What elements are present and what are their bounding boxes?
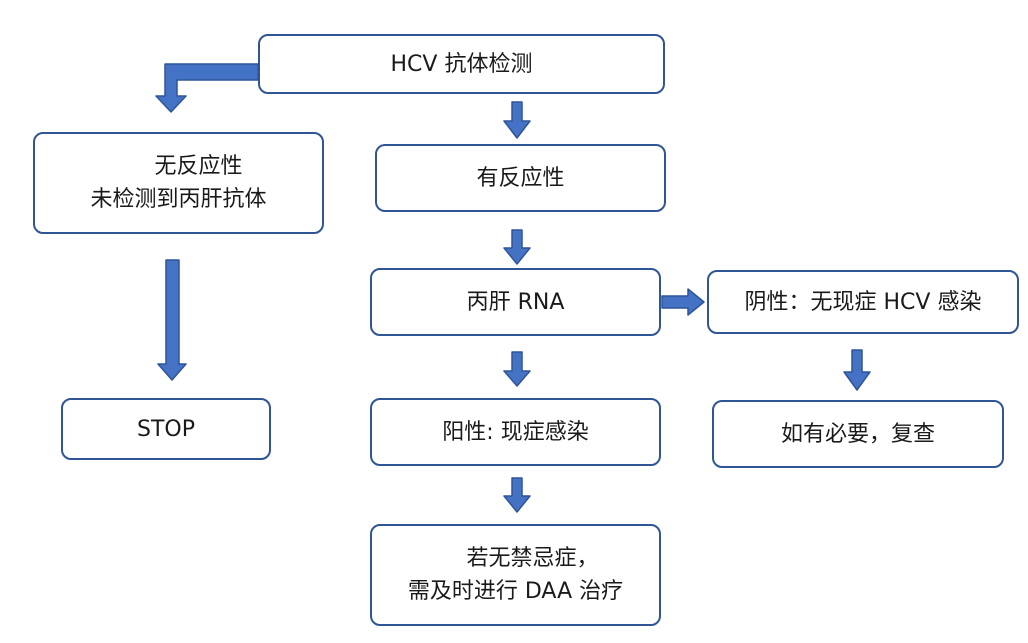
node-positive: 阳性: 现症感染 bbox=[370, 398, 661, 466]
arrow-negative-to-recheck bbox=[843, 349, 871, 391]
node-negative-label: 阴性：无现症 HCV 感染 bbox=[744, 289, 982, 315]
node-hcv-rna-label: 丙肝 RNA bbox=[466, 289, 565, 315]
node-nonreactive-label-1: 无反应性 bbox=[154, 154, 243, 179]
node-reactive-label: 有反应性 bbox=[476, 165, 565, 191]
node-negative: 阴性：无现症 HCV 感染 bbox=[707, 270, 1019, 334]
node-nonreactive: 无反应性 未检测到丙肝抗体 bbox=[33, 132, 324, 234]
node-hcv-antibody-test-label: HCV 抗体检测 bbox=[390, 51, 533, 77]
arrow-rna-to-positive bbox=[503, 351, 531, 387]
node-reactive: 有反应性 bbox=[375, 144, 666, 212]
node-recheck: 如有必要，复查 bbox=[712, 400, 1004, 468]
arrow-antibody-to-nonreactive bbox=[155, 63, 259, 113]
node-recheck-label: 如有必要，复查 bbox=[780, 421, 935, 447]
node-stop: STOP bbox=[61, 398, 271, 460]
arrow-reactive-to-rna bbox=[503, 229, 531, 265]
node-hcv-antibody-test: HCV 抗体检测 bbox=[258, 34, 665, 94]
node-stop-label: STOP bbox=[137, 416, 195, 442]
arrow-positive-to-treatment bbox=[503, 477, 531, 513]
node-treatment: 若无禁忌症， 需及时进行 DAA 治疗 bbox=[370, 524, 661, 626]
node-positive-label: 阳性: 现症感染 bbox=[442, 419, 589, 445]
node-treatment-label-2: 需及时进行 DAA 治疗 bbox=[407, 579, 624, 604]
arrow-nonreactive-to-stop bbox=[157, 259, 187, 381]
arrow-antibody-to-reactive bbox=[503, 101, 531, 139]
node-nonreactive-label-2: 未检测到丙肝抗体 bbox=[90, 187, 267, 212]
node-treatment-label-1: 若无禁忌症， bbox=[466, 546, 599, 571]
node-hcv-rna: 丙肝 RNA bbox=[370, 268, 661, 336]
arrow-rna-to-negative bbox=[661, 288, 705, 316]
